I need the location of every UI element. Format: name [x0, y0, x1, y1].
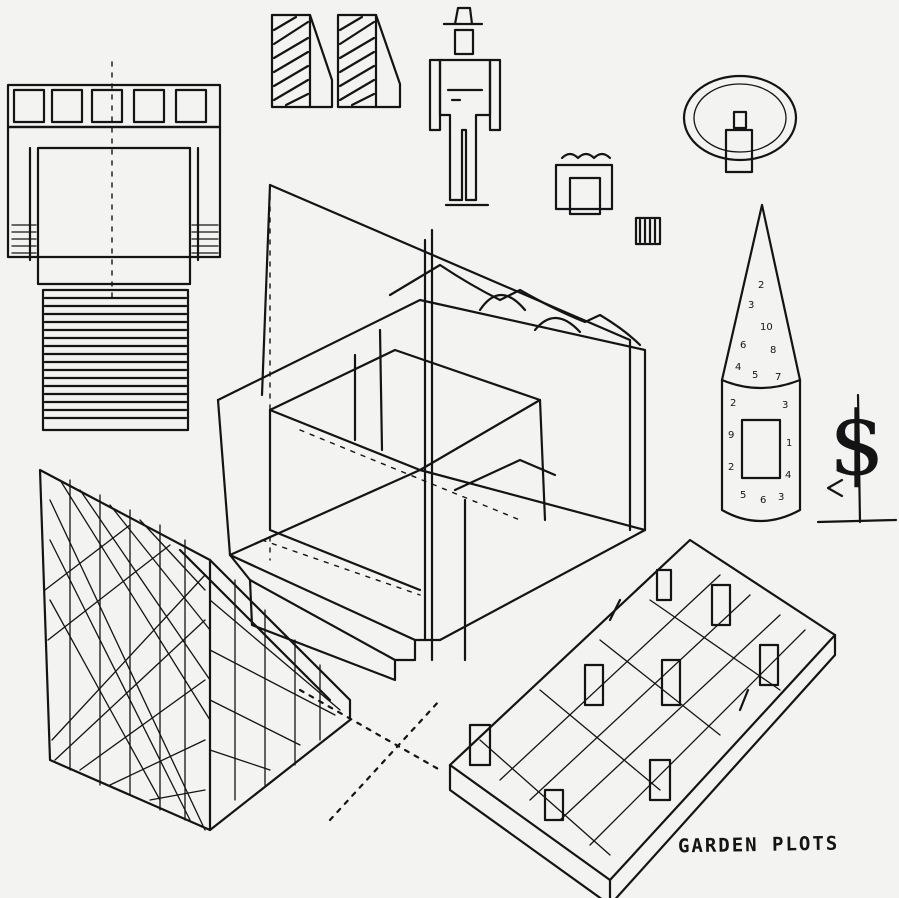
tower-number: 2 — [728, 462, 735, 473]
tower-number: 5 — [740, 490, 747, 501]
tower-number: 3 — [782, 400, 789, 411]
dollar-sign-mark — [816, 393, 898, 524]
small-objects — [554, 152, 662, 246]
tower-number: 2 — [758, 280, 765, 291]
tower-number: 7 — [775, 372, 782, 383]
construction-lines — [298, 688, 442, 822]
tower-number: 3 — [778, 492, 785, 503]
tower-number: 10 — [760, 322, 773, 333]
dollar-sign: $ — [829, 392, 885, 495]
plan-view-arcade — [6, 61, 222, 432]
hatched-doors — [270, 13, 402, 109]
circular-ring — [682, 74, 798, 174]
tower-number: 6 — [760, 495, 767, 506]
tower-number: 5 — [752, 370, 759, 381]
numbered-tower — [720, 203, 802, 523]
tower-number: 8 — [770, 345, 777, 356]
tower-number: 2 — [730, 398, 737, 409]
tower-number: 9 — [728, 430, 735, 441]
tower-number: 1 — [786, 438, 793, 449]
garden-plots-caption: GARDEN PLOTS — [677, 832, 840, 858]
tower-number: 4 — [735, 362, 742, 373]
figure-with-hat — [428, 6, 502, 207]
isometric-pavilion — [216, 183, 647, 682]
tower-number: 4 — [785, 470, 792, 481]
tower-number: 3 — [748, 300, 755, 311]
cross-braced-wall — [38, 468, 352, 832]
tower-number: 6 — [740, 340, 747, 351]
garden-plots-drawing — [448, 538, 837, 898]
